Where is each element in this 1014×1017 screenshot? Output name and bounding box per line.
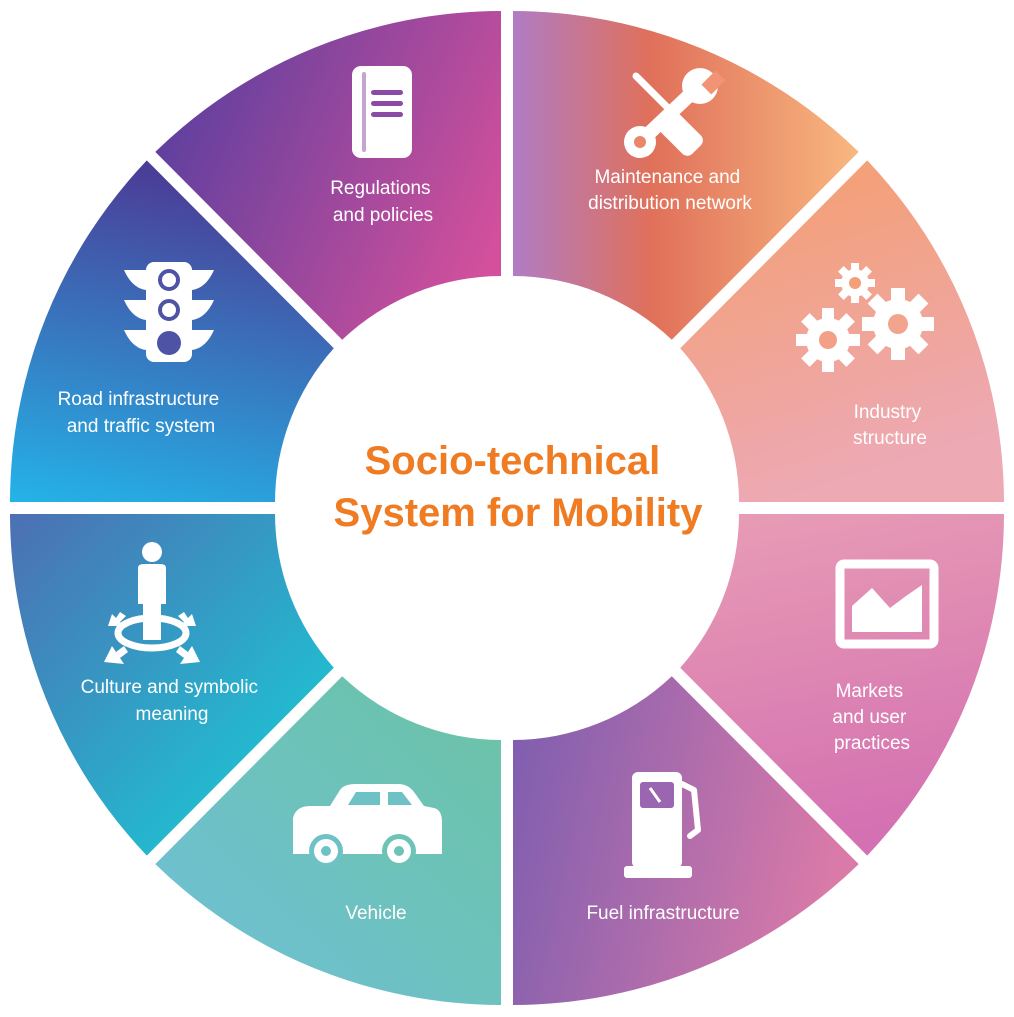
segment-fuel (513, 676, 859, 1005)
label-fuel: Fuel infrastructure (586, 903, 739, 924)
fuel-pump-icon (624, 772, 701, 878)
gears-icon (796, 263, 934, 372)
label-industry: Industry structure (853, 402, 927, 449)
label-culture: Culture and symbolic meaning (81, 677, 264, 725)
chart-picture-icon (835, 559, 939, 649)
wrench-screwdriver-icon (624, 68, 726, 158)
document-icon (352, 66, 412, 158)
segment-regulations (155, 11, 502, 340)
label-regulations: Regulations and policies (330, 178, 436, 226)
center-title: Socio-technical System for Mobility (334, 439, 704, 535)
label-road: Road infrastructure and traffic system (58, 389, 225, 437)
segment-markets (680, 514, 1004, 856)
label-maintenance: Maintenance and distribution network (588, 167, 752, 214)
segment-culture (10, 514, 334, 856)
label-vehicle: Vehicle (345, 903, 406, 924)
segment-maintenance (513, 11, 859, 340)
traffic-light-icon (124, 262, 214, 362)
person-crossroads-icon (104, 542, 200, 664)
label-markets: Markets and user practices (832, 681, 911, 754)
car-icon (293, 784, 442, 868)
